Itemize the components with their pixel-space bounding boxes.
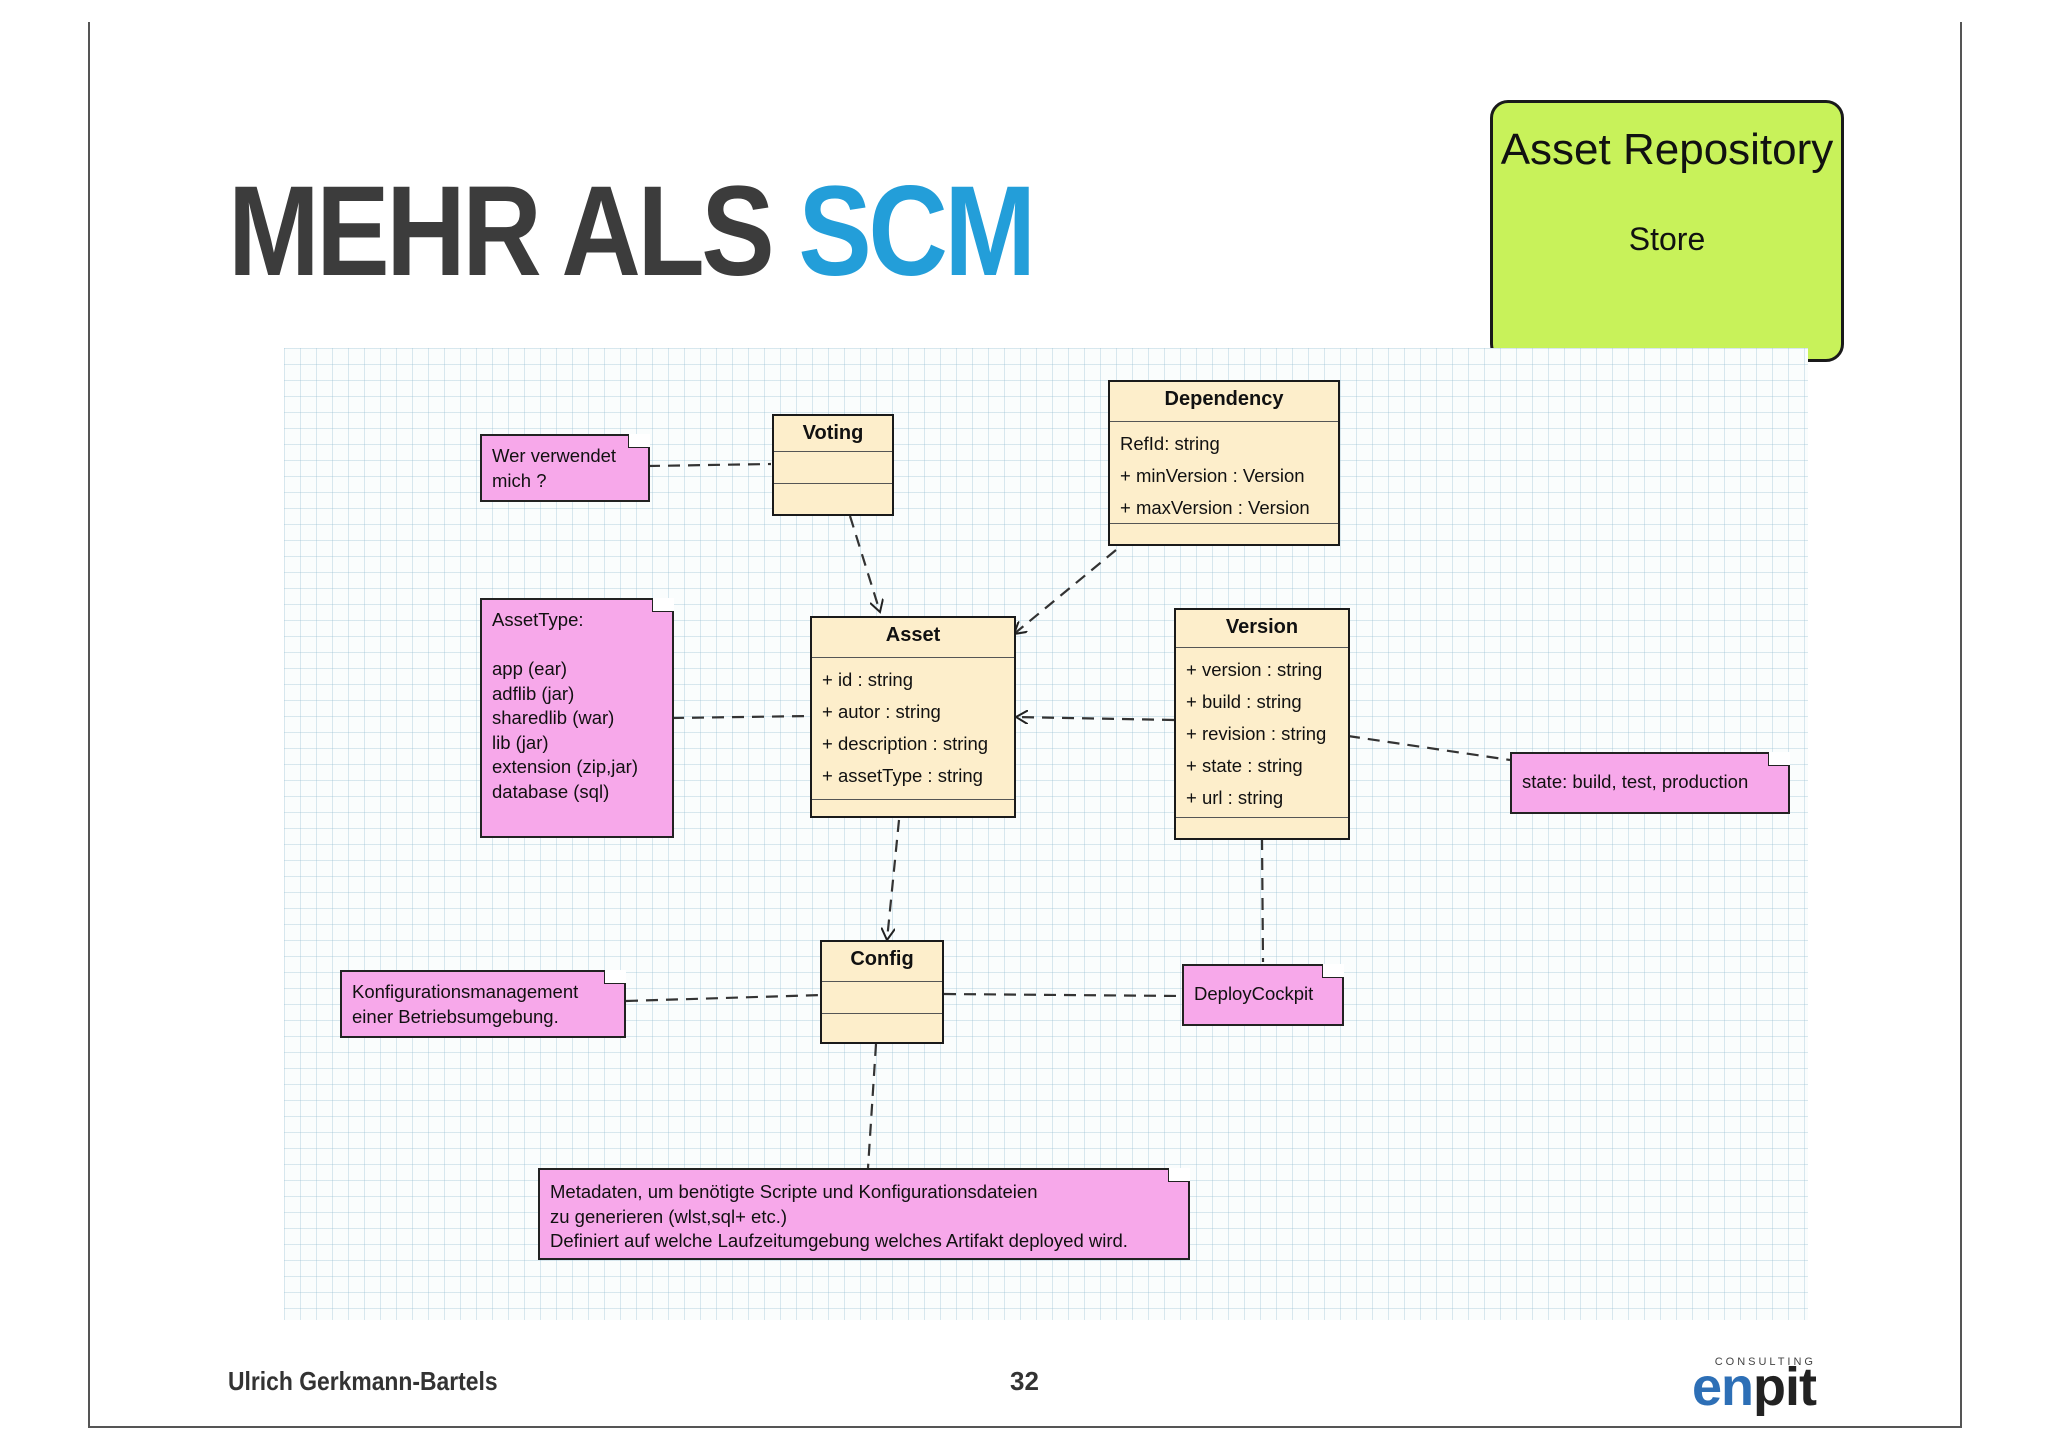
class-asset-attributes: + id : string + autor : string + descrip… <box>812 658 1014 800</box>
slide-title: MEHR ALS SCM <box>228 168 1036 296</box>
diagram-connectors <box>625 462 1511 1169</box>
title-dark-text: MEHR ALS <box>228 160 775 303</box>
note-line <box>492 633 662 658</box>
asset-attribute: + description : string <box>822 733 989 754</box>
version-attribute: + version : string <box>1186 659 1323 680</box>
class-config-name: Config <box>822 942 942 982</box>
dependency-attribute: RefId: string <box>1120 433 1220 454</box>
logo-en-text: en <box>1692 1357 1754 1417</box>
class-version-attributes: + version : string + build : string + re… <box>1176 648 1348 818</box>
note-line: Konfigurationsmanagement <box>352 981 579 1002</box>
enpit-logo: CONSULTING enpit <box>1688 1350 1828 1414</box>
connector-config-to-metadata-note <box>866 1043 878 1169</box>
connector-assettype-note-to-asset <box>671 714 813 720</box>
class-config-attributes <box>822 982 942 1014</box>
note-asset-type: AssetType: app (ear) adflib (jar) shared… <box>480 598 674 838</box>
note-fold-corner <box>1768 752 1790 766</box>
class-version: Version + version : string + build : str… <box>1174 608 1350 840</box>
note-fold-corner <box>652 598 674 612</box>
connector-config-to-deploy-note <box>943 992 1183 998</box>
note-line: lib (jar) <box>492 731 549 753</box>
note-fold-corner <box>604 970 626 984</box>
dependency-attribute: + minVersion : Version <box>1120 465 1305 486</box>
connector-voting-to-asset <box>848 515 880 612</box>
note-config: Konfigurationsmanagement einer Betriebsu… <box>340 970 626 1038</box>
note-fold-corner <box>1322 964 1344 978</box>
note-deploy-cockpit: DeployCockpit <box>1182 964 1344 1026</box>
repository-subtitle: Store <box>1628 221 1706 257</box>
note-line: zu generieren (wlst,sql+ etc.) <box>550 1205 788 1227</box>
note-state: state: build, test, production <box>1510 752 1790 814</box>
class-dependency-name: Dependency <box>1110 382 1338 422</box>
logo-wordmark: enpit <box>1692 1357 1817 1417</box>
note-line: einer Betriebsumgebung. <box>352 1005 559 1027</box>
note-line: Definiert auf welche Laufzeitumgebung we… <box>550 1230 1128 1251</box>
class-voting: Voting <box>772 414 894 516</box>
note-line: adflib (jar) <box>492 682 575 704</box>
class-voting-attributes <box>774 452 892 484</box>
note-voting: Wer verwendet mich ? <box>480 434 650 502</box>
note-line: state: build, test, production <box>1522 771 1749 792</box>
note-metadata: Metadaten, um benötigte Scripte und Konf… <box>538 1168 1190 1260</box>
footer-author: Ulrich Gerkmann-Bartels <box>228 1366 498 1396</box>
version-attribute: + state : string <box>1186 755 1303 776</box>
note-line: AssetType: <box>492 609 584 630</box>
version-attribute: + revision : string <box>1186 723 1327 744</box>
connector-config-note-to-config <box>625 993 823 1003</box>
note-line: DeployCockpit <box>1194 983 1314 1004</box>
connector-version-to-state-note <box>1347 734 1511 762</box>
frame-bottom-border <box>88 1426 1962 1428</box>
note-line: sharedlib (war) <box>492 707 615 728</box>
connector-version-to-asset <box>1016 717 1175 720</box>
title-accent-text: SCM <box>798 160 1036 303</box>
note-line: Metadaten, um benötigte Scripte und Konf… <box>550 1181 1038 1202</box>
asset-attribute: + assetType : string <box>822 765 983 786</box>
class-version-name: Version <box>1176 610 1348 648</box>
class-voting-name: Voting <box>774 416 892 452</box>
asset-attribute: + id : string <box>822 669 914 690</box>
note-line: Wer verwendet <box>492 445 617 466</box>
frame-right-border <box>1960 22 1962 1428</box>
repository-title: Asset Repository <box>1500 125 1834 174</box>
logo-pit-text: pit <box>1753 1357 1817 1417</box>
class-asset: Asset + id : string + autor : string + d… <box>810 616 1016 818</box>
note-line: mich ? <box>492 469 547 491</box>
note-line: app (ear) <box>492 658 568 679</box>
uml-diagram: Voting Dependency RefId: string + minVer… <box>284 348 1808 1320</box>
note-fold-corner <box>628 434 650 448</box>
asset-attribute: + autor : string <box>822 701 941 722</box>
note-line: extension (zip,jar) <box>492 756 639 777</box>
version-attribute: + url : string <box>1186 787 1284 808</box>
note-line: database (sql) <box>492 780 610 802</box>
dependency-attribute: + maxVersion : Version <box>1120 497 1310 518</box>
version-attribute: + build : string <box>1186 691 1302 712</box>
class-asset-name: Asset <box>812 618 1014 658</box>
connector-version-to-deploy-note <box>1260 837 1265 963</box>
class-dependency-attributes: RefId: string + minVersion : Version + m… <box>1110 422 1338 524</box>
connector-asset-to-config <box>887 819 901 940</box>
connector-voting-note-to-voting <box>647 462 772 468</box>
page-number: 32 <box>1010 1366 1039 1396</box>
class-dependency: Dependency RefId: string + minVersion : … <box>1108 380 1340 546</box>
frame-left-border <box>88 22 90 1428</box>
connector-dependency-to-asset <box>1014 549 1117 634</box>
note-fold-corner <box>1168 1168 1190 1182</box>
asset-repository-box: Asset Repository Store <box>1490 100 1844 362</box>
class-config: Config <box>820 940 944 1044</box>
logo-consulting-text: CONSULTING <box>1714 1356 1816 1368</box>
